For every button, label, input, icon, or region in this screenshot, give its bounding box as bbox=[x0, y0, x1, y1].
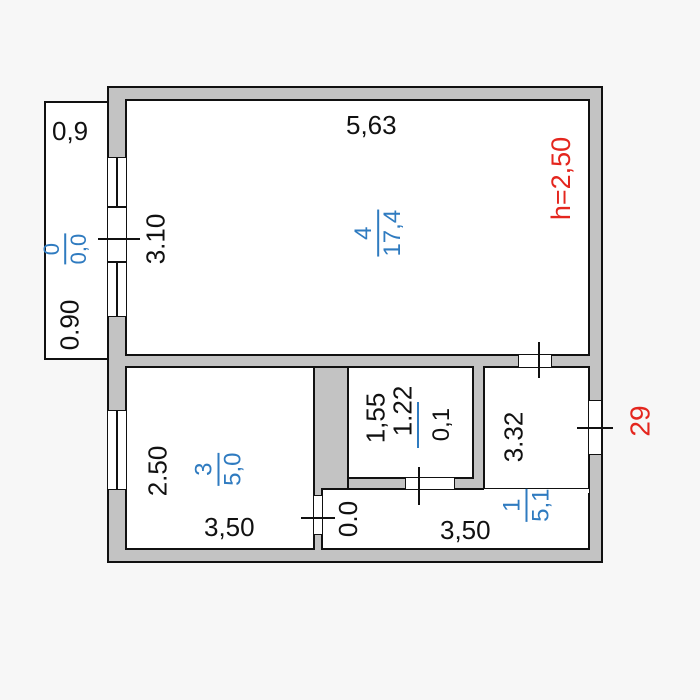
bathroom-door[interactable] bbox=[405, 477, 455, 490]
bathroom-width: 1.22 bbox=[387, 385, 418, 437]
balcony-door[interactable] bbox=[107, 207, 127, 262]
window-room4-bottom[interactable] bbox=[107, 262, 127, 317]
bathroom-length: 1,55 bbox=[360, 392, 391, 444]
room4-width: 5,63 bbox=[346, 110, 397, 140]
room4-door[interactable] bbox=[518, 354, 552, 368]
window-room3[interactable] bbox=[107, 410, 127, 490]
balcony-width: 0,9 bbox=[52, 116, 89, 146]
closet-door[interactable] bbox=[313, 495, 323, 535]
balcony-length: 0.90 bbox=[54, 299, 85, 351]
room4-length: 3.10 bbox=[140, 213, 171, 265]
hall-width: 3,50 bbox=[440, 515, 491, 545]
room3-width: 3,50 bbox=[204, 512, 255, 542]
ceiling-height: h=2,50 bbox=[546, 136, 577, 221]
balcony[interactable] bbox=[44, 101, 109, 360]
hall-length: 3.32 bbox=[498, 411, 529, 463]
room-4[interactable] bbox=[125, 99, 590, 356]
window-room4-top[interactable] bbox=[107, 157, 127, 207]
room3-length: 2.50 bbox=[142, 445, 173, 497]
entrance-number: 29 bbox=[624, 405, 656, 437]
partition-wall bbox=[313, 366, 349, 497]
bathroom[interactable] bbox=[347, 366, 474, 479]
bathroom-label: 0,1 bbox=[428, 407, 456, 442]
closet-dim: 0.0 bbox=[333, 500, 364, 538]
